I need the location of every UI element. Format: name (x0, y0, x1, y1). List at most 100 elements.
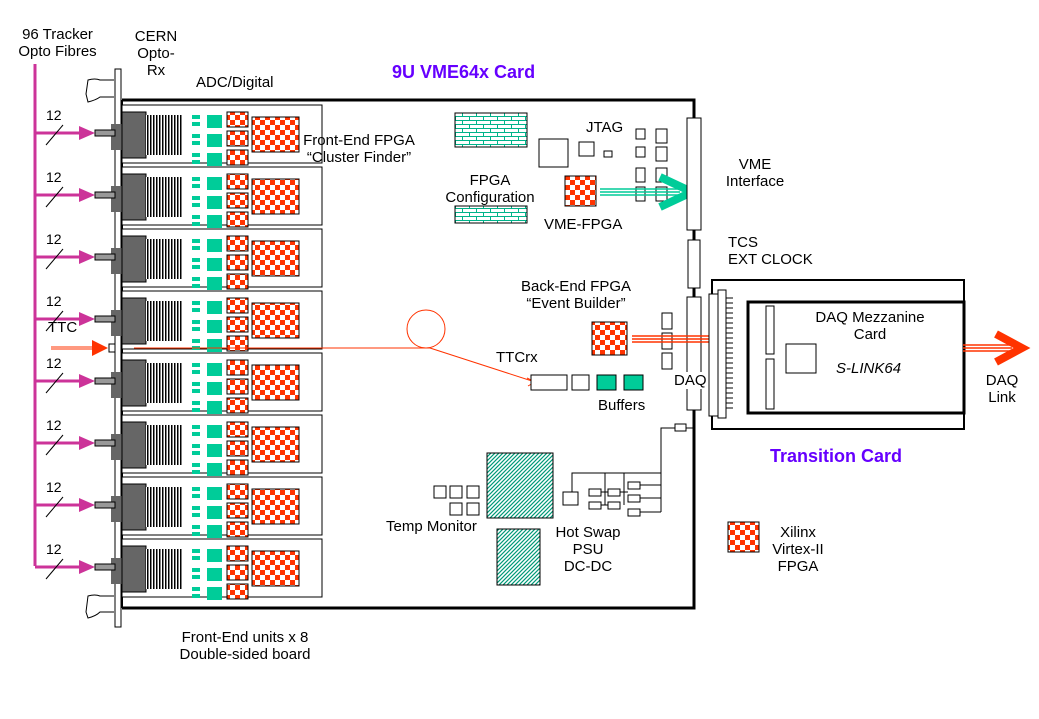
small-fpga (226, 545, 249, 562)
smd-pad (192, 401, 200, 405)
optorx-line2: Opto- (137, 45, 175, 62)
smd-pad (192, 327, 200, 331)
daq-link-line2: Link (988, 389, 1016, 406)
optorx-bracket (111, 372, 123, 398)
fibre-count-label: 12 (46, 231, 62, 247)
adc-chip (207, 549, 222, 562)
fibre-plug (94, 563, 116, 571)
adc-chip (207, 463, 222, 476)
adc-chip (207, 587, 222, 600)
front-end-unit (35, 104, 323, 166)
tracker-fibres-line1: 96 Tracker (22, 26, 93, 43)
heatsink (146, 239, 183, 279)
hot-swap-line2: PSU (572, 541, 604, 558)
front-end-units-line2: Double-sided board (179, 646, 311, 663)
front-end-fpga (251, 426, 300, 463)
heatsink (146, 425, 183, 465)
small-fpga (226, 335, 249, 352)
jtag-label: JTAG (586, 119, 624, 136)
fibre-plug (94, 377, 116, 385)
optorx-line3: Rx (146, 62, 166, 79)
smd-pad (192, 177, 200, 181)
smd-pad (192, 594, 200, 598)
front-end-fpga-label: Front-End FPGA “Cluster Finder” (302, 132, 416, 166)
bus-slash (45, 310, 64, 332)
tracker-fibres-label: 96 Tracker Opto Fibres (10, 26, 105, 60)
smd-pad (192, 575, 200, 579)
ext-clock-line: EXT CLOCK (728, 251, 813, 268)
small-fpga (226, 130, 249, 147)
daq-link-label: DAQ Link (982, 372, 1022, 406)
optorx-line1: CERN (134, 28, 178, 45)
small-fpga (226, 483, 249, 500)
optorx-module (121, 545, 147, 593)
back-end-fpga-line1: Back-End FPGA (520, 278, 632, 295)
smd-pad (192, 506, 200, 510)
fpga-config-line1: FPGA (469, 172, 511, 189)
fibre-count-label: 12 (46, 107, 62, 123)
adc-chip (207, 153, 222, 166)
fibre-plug (94, 439, 116, 447)
fibre-count-label: 12 (46, 417, 62, 433)
front-end-unit (35, 352, 323, 414)
adc-chip (207, 196, 222, 209)
small-fpga (226, 235, 249, 252)
bus-slash (45, 558, 64, 580)
front-end-units-line1: Front-End units x 8 (181, 629, 309, 646)
smd-pad (192, 370, 200, 374)
optorx-module (121, 359, 147, 407)
smd-pad (192, 463, 200, 467)
small-fpga (226, 254, 249, 271)
adc-chip (207, 425, 222, 438)
smd-pad (192, 487, 200, 491)
front-end-fpga (251, 302, 300, 339)
hot-swap-psu-label: Hot Swap PSU DC-DC (553, 524, 623, 575)
daq-label: DAQ (674, 372, 707, 389)
legend-xilinx-symbol (727, 521, 760, 553)
small-fpga (226, 111, 249, 128)
fibre-count-label: 12 (46, 355, 62, 371)
optorx-module (121, 111, 147, 159)
fibre-arrow-icon (79, 436, 95, 450)
adc-chip (207, 258, 222, 271)
smd-pad (192, 320, 200, 324)
adc-chip (207, 134, 222, 147)
smd-pad (192, 363, 200, 367)
smd-pad (192, 222, 200, 226)
optorx-module (121, 173, 147, 221)
smd-pad (192, 196, 200, 200)
fibre-plug (94, 129, 116, 137)
smd-pad (192, 556, 200, 560)
adc-digital-label: ADC/Digital (196, 74, 274, 91)
adc-chip (207, 525, 222, 538)
legend-line1: Xilinx (780, 524, 816, 541)
fibre-arrow-icon (79, 188, 95, 202)
small-fpga (226, 421, 249, 438)
fibre-plug (94, 501, 116, 509)
adc-chip (207, 339, 222, 352)
temp-monitor-label: Temp Monitor (386, 518, 477, 535)
optorx-bracket (111, 558, 123, 584)
card-title: 9U VME64x Card (392, 62, 536, 82)
small-fpga (226, 459, 249, 476)
front-end-unit (35, 290, 323, 352)
smd-pad (192, 470, 200, 474)
temp-monitor-chips (433, 485, 480, 516)
optorx-bracket (111, 434, 123, 460)
fpga-config-line2: Configuration (445, 189, 535, 206)
smd-pad (192, 277, 200, 281)
optorx-module (121, 297, 147, 345)
smd-pad (192, 265, 200, 269)
smd-pad (192, 587, 200, 591)
daq-mezzanine-label: DAQ Mezzanine Card (810, 309, 930, 343)
ttcrx-label: TTCrx (496, 349, 538, 366)
heatsink (146, 549, 183, 589)
front-end-unit (35, 166, 323, 228)
optorx-module (121, 235, 147, 283)
adc-chip (207, 401, 222, 414)
smd-pad (192, 122, 200, 126)
back-end-fpga-line2: “Event Builder” (526, 295, 626, 312)
smd-pad (192, 246, 200, 250)
daq-mezzanine-line1: DAQ Mezzanine (815, 309, 925, 326)
legend-xilinx-label: Xilinx Virtex-II FPGA (766, 524, 830, 575)
